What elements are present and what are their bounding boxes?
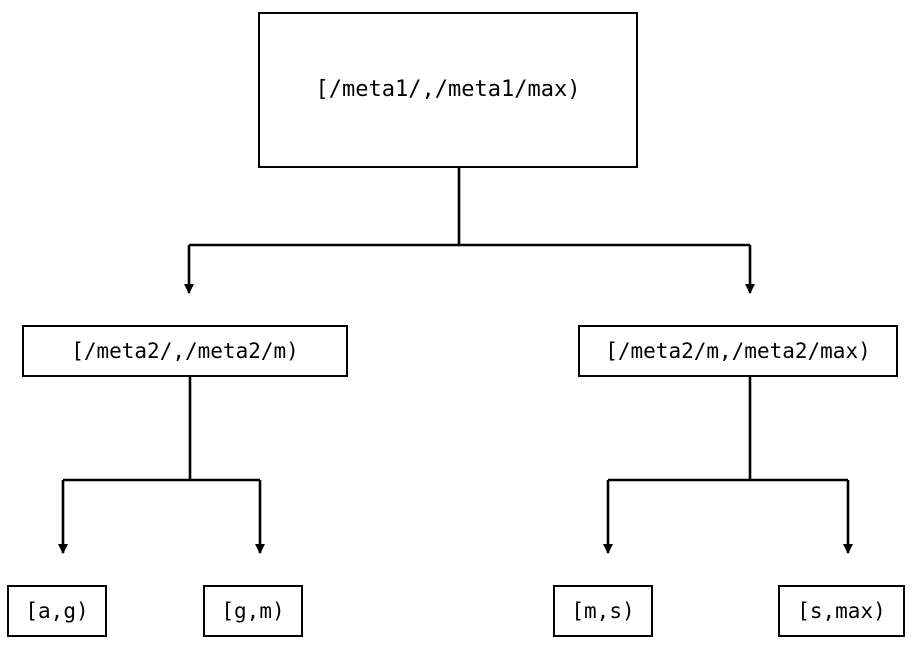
tree-node-mid-right-label: [/meta2/m,/meta2/max) bbox=[605, 338, 871, 363]
tree-node-mid-left[interactable]: [/meta2/,/meta2/m) bbox=[22, 325, 348, 377]
tree-node-leaf-1-label: [a,g) bbox=[25, 598, 89, 623]
tree-node-leaf-2-label: [g,m) bbox=[221, 598, 285, 623]
tree-node-leaf-4-label: [s,max) bbox=[797, 598, 886, 623]
tree-node-root-label: [/meta1/,/meta1/max) bbox=[315, 77, 581, 102]
tree-node-leaf-3[interactable]: [m,s) bbox=[553, 585, 653, 637]
tree-node-mid-right[interactable]: [/meta2/m,/meta2/max) bbox=[578, 325, 898, 377]
tree-node-leaf-2[interactable]: [g,m) bbox=[203, 585, 303, 637]
tree-node-mid-left-label: [/meta2/,/meta2/m) bbox=[71, 338, 299, 363]
tree-node-leaf-3-label: [m,s) bbox=[571, 598, 635, 623]
edge-root-to-middle-level bbox=[184, 168, 755, 294]
edge-mid-left-to-leaves bbox=[58, 377, 265, 554]
tree-node-leaf-4[interactable]: [s,max) bbox=[778, 585, 905, 637]
tree-node-root[interactable]: [/meta1/,/meta1/max) bbox=[258, 12, 638, 168]
tree-node-leaf-1[interactable]: [a,g) bbox=[7, 585, 107, 637]
edge-mid-right-to-leaves bbox=[603, 377, 853, 554]
